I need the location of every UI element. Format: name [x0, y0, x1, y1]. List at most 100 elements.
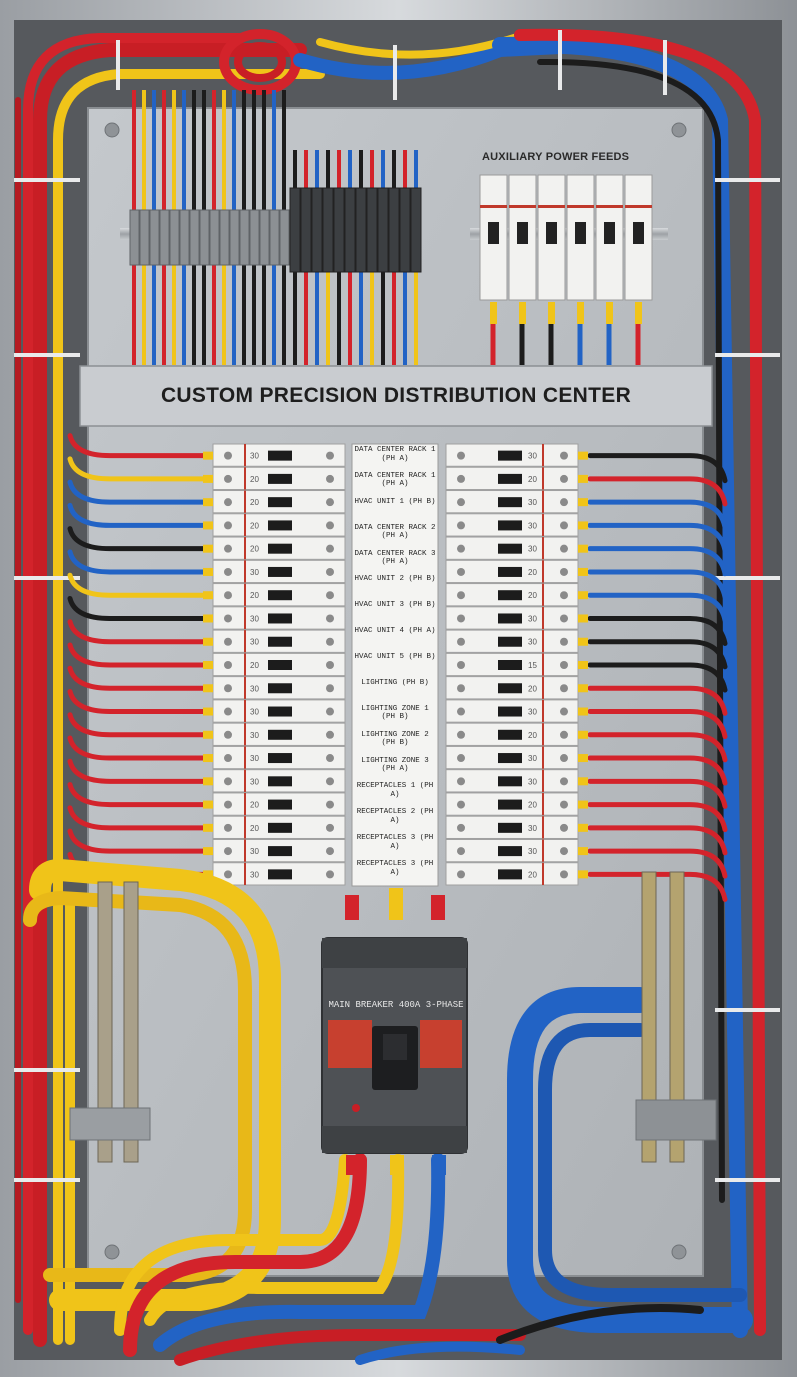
breaker-rating-left: 20	[250, 498, 259, 507]
breaker-toggle	[268, 450, 292, 461]
breaker-toggle	[498, 566, 522, 577]
breaker-toggle	[268, 613, 292, 624]
contactor-module	[333, 187, 345, 273]
breaker-rating-left: 20	[250, 545, 259, 554]
breaker-rating-left: 30	[250, 684, 259, 693]
breaker-toggle	[498, 613, 522, 624]
breaker-rating-right: 30	[528, 498, 537, 507]
breaker-toggle	[633, 222, 644, 244]
breaker-rating-left: 30	[250, 452, 259, 461]
lower-wire-loops	[23, 858, 526, 1366]
breaker-rating-left: 30	[250, 847, 259, 856]
breaker-rating-right: 30	[528, 824, 537, 833]
breaker-toggle	[498, 776, 522, 787]
circuit-label: DATA CENTER RACK 3 (PH A)	[354, 549, 436, 567]
terminal-block	[129, 209, 140, 266]
breaker-toggle	[498, 846, 522, 857]
breaker-toggle	[268, 566, 292, 577]
contactor-module	[311, 187, 323, 273]
circuit-label: DATA CENTER RACK 2 (PH A)	[354, 523, 436, 541]
circuit-label: LIGHTING ZONE 2 (PH B)	[361, 730, 429, 748]
circuit-label: HVAC UNIT 2 (PH B)	[354, 575, 436, 584]
breaker-rating-right: 30	[528, 708, 537, 717]
breaker-toggle	[498, 520, 522, 531]
breaker-toggle	[268, 543, 292, 554]
breaker-rating-left: 30	[250, 708, 259, 717]
ground-bus-right	[635, 871, 717, 1163]
terminal-block	[239, 209, 250, 266]
terminal-block-rail	[120, 90, 422, 365]
contactor-module	[410, 187, 422, 273]
terminal-block	[259, 209, 270, 266]
breaker-toggle	[498, 706, 522, 717]
breaker-rating-left: 30	[250, 614, 259, 623]
breaker-toggle	[498, 660, 522, 670]
title-strip	[79, 365, 713, 427]
breaker-rating-right: 30	[528, 452, 537, 461]
terminal-block	[149, 209, 160, 266]
breaker-toggle	[498, 729, 522, 740]
breaker-toggle	[268, 776, 292, 787]
terminal-block	[279, 209, 290, 266]
contactor-module	[388, 187, 400, 273]
breaker-rating-right: 30	[528, 777, 537, 786]
breaker-rating-left: 30	[250, 638, 259, 647]
circuit-label: RECEPTACLES 3 (PH A)	[356, 860, 434, 877]
breaker-toggle	[268, 729, 292, 740]
breaker-rating-right: 15	[528, 661, 537, 670]
contactor-module	[300, 187, 312, 273]
breaker-rating-right: 30	[528, 847, 537, 856]
breaker-rating-left: 20	[250, 591, 259, 600]
left-wire-loom	[15, 33, 325, 1347]
breaker-toggle	[268, 660, 292, 670]
breaker-toggle	[268, 473, 292, 484]
breaker-toggle	[498, 590, 522, 601]
breaker-toggle	[498, 636, 522, 647]
terminal-block	[159, 209, 170, 266]
auxiliary-breakers	[479, 174, 653, 365]
circuit-label: HVAC UNIT 1 (PH B)	[354, 497, 436, 506]
circuit-label: RECEPTACLES 3 (PH A)	[356, 834, 434, 851]
contactor-module	[377, 187, 389, 273]
breaker-rating-right: 20	[528, 475, 537, 484]
breaker-rating-left: 20	[250, 801, 259, 810]
circuit-label: DATA CENTER RACK 1 (PH A)	[354, 446, 436, 463]
breaker-toggle	[546, 222, 557, 244]
breaker-rating-right: 20	[528, 568, 537, 577]
circuit-label: LIGHTING ZONE 3 (PH A)	[361, 756, 429, 774]
breaker-rating-right: 30	[528, 754, 537, 763]
contactor-module	[366, 187, 378, 273]
breaker-rating-left: 30	[250, 777, 259, 786]
contactor-module	[344, 187, 356, 273]
terminal-block	[219, 209, 230, 266]
breaker-toggle	[498, 822, 522, 833]
contactor-module	[355, 187, 367, 273]
breaker-rating-left: 20	[250, 521, 259, 530]
breaker-rating-right: 20	[528, 731, 537, 740]
breaker-toggle	[498, 543, 522, 554]
terminal-block	[169, 209, 180, 266]
circuit-label: HVAC UNIT 5 (PH B)	[354, 653, 436, 662]
breaker-toggle	[498, 753, 522, 764]
contactor-module	[399, 187, 411, 273]
breaker-toggle	[268, 590, 292, 601]
circuit-label: LIGHTING ZONE 1 (PH B)	[361, 704, 429, 722]
breaker-toggle	[268, 869, 292, 880]
breaker-toggle	[517, 222, 528, 244]
breaker-rating-left: 20	[250, 475, 259, 484]
terminal-block	[209, 209, 220, 266]
breaker-rating-right: 20	[528, 684, 537, 693]
blue-wire-loop	[496, 987, 753, 1344]
breaker-toggle	[488, 222, 499, 244]
breaker-rating-right: 30	[528, 521, 537, 530]
breaker-toggle	[498, 683, 522, 694]
breaker-rating-right: 30	[528, 545, 537, 554]
circuit-label: RECEPTACLES 2 (PH A)	[356, 808, 434, 825]
breaker-rating-right: 20	[528, 591, 537, 600]
terminal-block	[269, 209, 280, 266]
main-breaker	[321, 888, 468, 1175]
breaker-rating-left: 30	[250, 731, 259, 740]
breaker-rating-left: 20	[250, 824, 259, 833]
